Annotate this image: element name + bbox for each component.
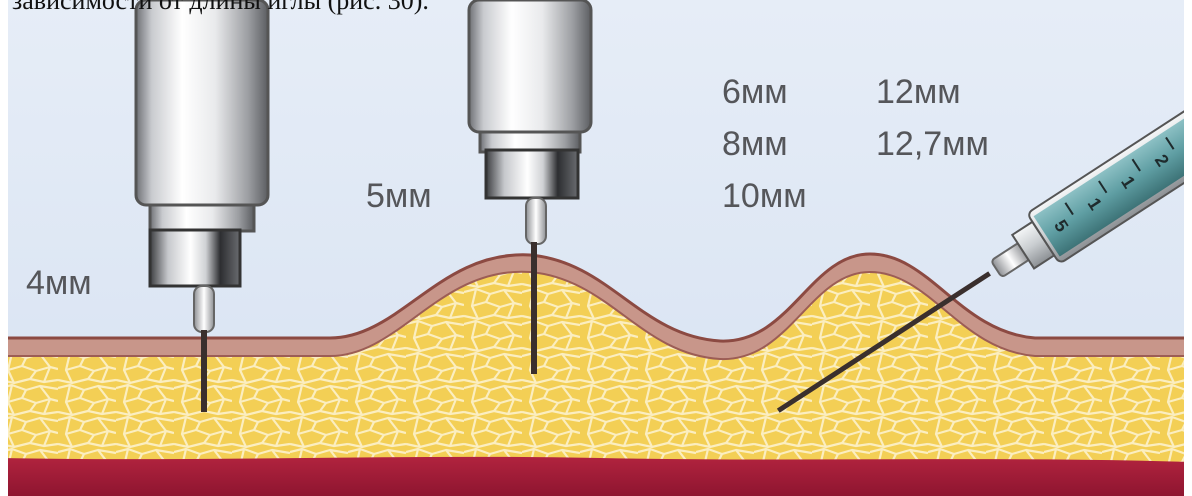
figure-caption-text: зависимости от длины иглы (рис. 30). — [12, 0, 429, 16]
needle-4mm — [201, 330, 207, 412]
label-4mm: 4мм — [26, 264, 92, 302]
frame-right-edge — [1184, 0, 1192, 496]
label-10mm: 10мм — [722, 177, 807, 215]
label-12mm: 12мм — [876, 73, 961, 111]
label-5mm: 5мм — [366, 177, 432, 215]
needle-5mm — [531, 242, 537, 374]
label-8mm: 8мм — [722, 125, 788, 163]
muscle-layer — [0, 455, 1192, 496]
frame-left-edge — [0, 0, 8, 496]
label-6mm: 6мм — [722, 73, 788, 111]
label-12-7mm: 12,7мм — [876, 125, 989, 163]
